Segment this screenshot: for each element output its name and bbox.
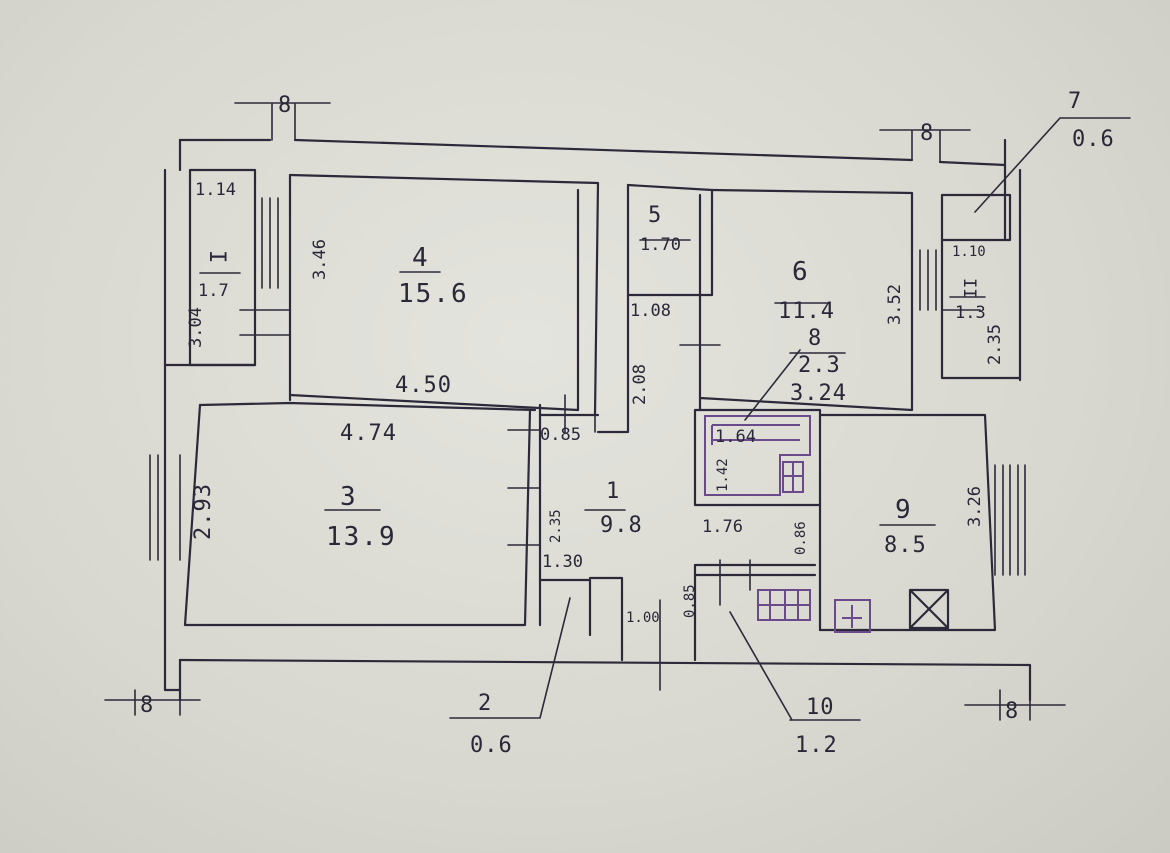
room-II-walls [940,193,1022,380]
room-6-number: 6 [792,257,810,287]
dim-3-26: 3.26 [965,486,985,527]
dim-1-08: 1.08 [630,301,671,321]
room-9-number: 9 [895,495,913,525]
room-3-area: 13.9 [326,522,397,552]
room-3-walls [149,401,541,627]
axis-mark-top-left: 8 [278,93,292,118]
dim-3-46: 3.46 [310,239,330,280]
dim-1-76: 1.76 [702,517,743,537]
callout-leaders [449,117,1131,721]
axis-mark-bottom-left: 8 [140,693,154,718]
dim-1-64: 1.64 [715,427,756,447]
dim-2-08: 2.08 [630,364,650,405]
dim-3-04: 3.04 [186,307,206,348]
room-4-walls [288,173,600,417]
dim-0-86: 0.86 [793,521,809,555]
room-6-area: 11.4 [778,299,835,324]
room-7-area: 0.6 [1072,127,1115,152]
room-10-area: 1.2 [795,733,838,758]
room-II-number: II [959,278,979,298]
room-1-number: 1 [606,479,620,504]
room-5-walls [626,183,721,412]
room-II-area: 1.3 [955,303,986,323]
dim-1-14: 1.14 [195,180,236,200]
room-3-number: 3 [340,482,358,512]
dimension-labels: 1.14 3.04 3.46 4.50 4.74 2.93 0.85 2.08 … [186,180,1005,626]
dim-3-24: 3.24 [790,381,847,406]
dim-1-30: 1.30 [542,552,583,572]
dim-2-35: 2.35 [985,324,1005,365]
dim-1-00: 1.00 [626,610,660,626]
room-9-walls [818,413,1026,633]
dim-4-50: 4.50 [395,373,452,398]
axis-markers: 8 8 8 8 [104,93,1066,724]
axis-mark-bottom-right: 8 [1005,699,1019,724]
room-8-area: 2.3 [798,353,841,378]
dim-2-93: 2.93 [191,483,216,540]
room-7-number: 7 [1068,89,1082,114]
dim-1-42: 1.42 [715,458,731,492]
room-labels: 4 15.6 3 13.9 1 9.8 5 6 11.4 8 2.3 9 8.5… [198,89,1115,758]
dim-1-10: 1.10 [952,244,986,260]
room-10-number: 10 [806,695,835,720]
room-2-area: 0.6 [470,733,513,758]
room-I-walls [163,168,291,367]
room-1-walls [538,183,661,691]
dim-2-35b: 2.35 [548,509,564,543]
room-8-number: 8 [808,326,822,351]
room-4-area: 15.6 [398,279,469,309]
outer-walls [163,138,1032,702]
room-I-area: 1.7 [198,281,229,301]
axis-mark-top-right: 8 [920,121,934,146]
room-I-number: I [204,250,229,264]
dim-3-52: 3.52 [885,284,905,325]
dim-1-70: 1.70 [640,235,681,255]
room-9-area: 8.5 [884,533,927,558]
room-1-area: 9.8 [600,513,643,538]
room-6-walls [698,188,937,412]
room-2-number: 2 [478,691,492,716]
dim-0-85: 0.85 [540,425,581,445]
dim-4-74: 4.74 [340,421,397,446]
room-5-number: 5 [648,203,662,228]
dim-0-85b: 0.85 [682,584,698,618]
room-10-walls [693,559,817,662]
room-4-number: 4 [412,243,430,273]
